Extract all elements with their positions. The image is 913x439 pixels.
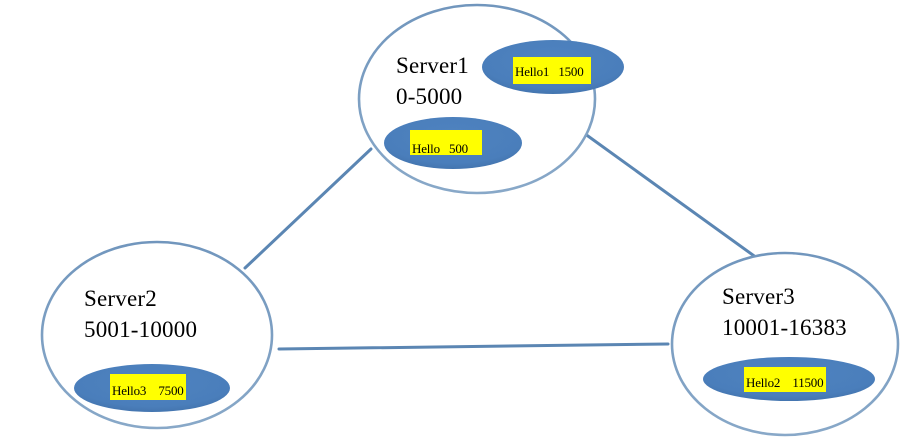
node-label-server1: Server1 0-5000 bbox=[396, 50, 469, 112]
node-range-server1: 0-5000 bbox=[396, 84, 463, 110]
node-range-server2: 5001-10000 bbox=[84, 317, 198, 343]
node-name-server3: Server3 bbox=[722, 284, 795, 309]
node-name-server1: Server1 bbox=[396, 53, 469, 78]
connector-server1-server3 bbox=[579, 129, 759, 260]
message-text-hello1: Hello1 1500 bbox=[515, 64, 584, 79]
connector-server1-server2 bbox=[243, 147, 373, 270]
message-box-hello2[interactable] bbox=[744, 367, 826, 392]
node-name-server2: Server2 bbox=[84, 286, 157, 311]
message-box-hello1[interactable] bbox=[513, 57, 591, 84]
node-range-server3: 10001-16383 bbox=[722, 315, 847, 341]
node-label-server2: Server2 5001-10000 bbox=[84, 283, 197, 345]
message-box-hello[interactable] bbox=[410, 130, 482, 155]
message-box-hello3[interactable] bbox=[110, 374, 186, 400]
message-text-hello3: Hello3 7500 bbox=[112, 383, 184, 398]
message-text-hello: Hello 500 bbox=[412, 141, 468, 156]
message-text-hello2: Hello2 11500 bbox=[746, 375, 824, 390]
node-label-server3: Server3 10001-16383 bbox=[722, 281, 847, 343]
connector-server2-server3 bbox=[277, 342, 670, 351]
